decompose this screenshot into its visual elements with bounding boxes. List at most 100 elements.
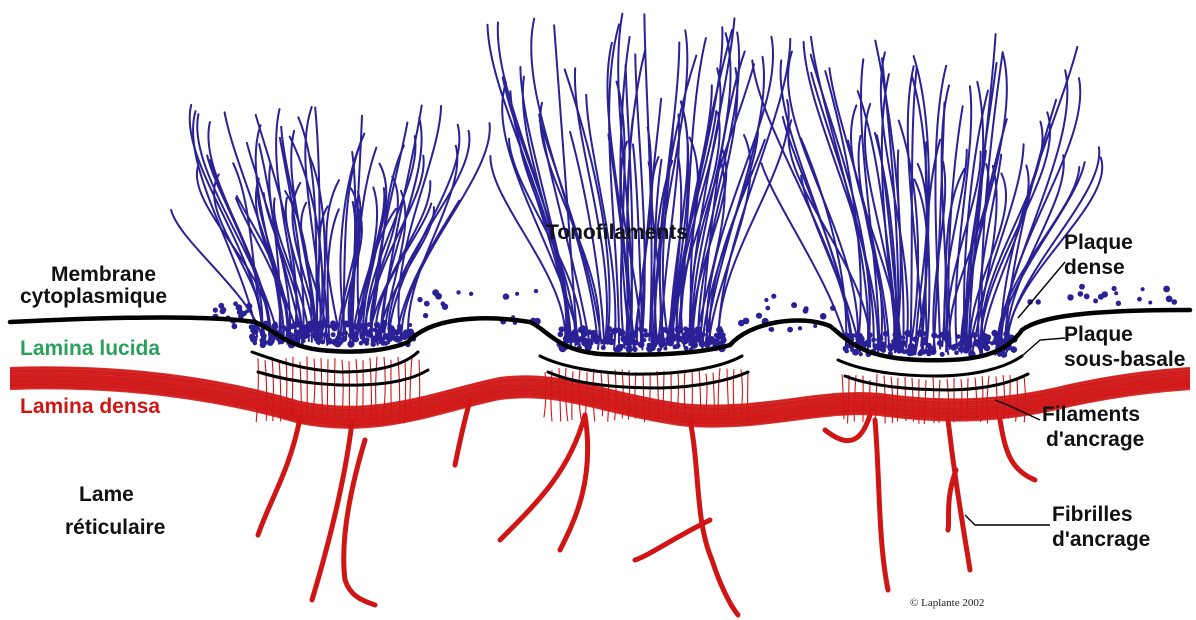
dense-plaque-granule [315,335,321,341]
label-filaments-ancrage: Filaments d'ancrage [1042,404,1144,451]
cytoplasmic-granule [1084,294,1090,300]
cytoplasmic-granule [1036,299,1041,304]
cytoplasmic-granule [1163,286,1170,293]
dense-plaque-granule [956,334,961,339]
dense-plaque-granule [376,334,380,338]
dense-plaque-granule [341,336,347,342]
dense-plaque-granule [923,331,928,336]
dense-plaque-granule [558,332,564,338]
dense-plaque-granule [338,331,344,337]
cytoplasmic-granule [241,311,246,316]
dense-plaque-granule [362,329,369,336]
dense-plaque-granule [294,321,301,328]
dense-plaque-granule [891,342,897,348]
tonofilament [523,77,571,346]
dense-plaque-granule [986,340,990,344]
dense-plaque-granule [916,331,922,337]
dense-plaque-granule [673,344,678,349]
anchoring-filament [692,370,693,418]
dense-plaque-granule [721,337,727,343]
dense-plaque-granule [684,346,689,351]
dense-plaque-granule [408,329,414,335]
anchoring-fibril [1000,420,1035,480]
dense-plaque-granule [591,330,597,336]
dense-plaque-granule [863,341,868,346]
dense-plaque-granule [332,326,338,332]
dense-plaque-granule [305,333,310,338]
dense-plaque-granule [262,333,267,338]
cytoplasmic-granule [1078,291,1084,297]
dense-plaque-granule [384,341,389,346]
dense-plaque-granule [944,335,951,342]
cytoplasmic-granule [237,310,242,315]
label-plaque-sous-basale: Plaque sous-basale [1064,324,1185,371]
cytoplasmic-granule [515,292,519,296]
dense-plaque-granule [587,339,592,344]
cytoplasmic-granule [424,301,430,307]
dense-plaque-granule [669,328,673,332]
dense-plaque-granule [659,337,665,343]
cytoplasmic-granule [423,313,428,318]
dense-plaque-granule [250,335,258,343]
dense-plaque-granule [347,341,354,348]
dense-plaque-granule [273,322,278,327]
dense-plaque-granule [939,332,944,337]
dense-plaque-granule [343,321,350,328]
dense-plaque-granule [961,333,968,340]
dense-plaque-granule [859,352,863,356]
anchoring-filament [419,360,420,420]
dense-plaque-granule [871,337,876,342]
dense-plaque-granule [387,325,394,332]
cytoplasmic-granule [503,293,509,299]
dense-plaque-granule [992,331,998,337]
dense-plaque-granule [646,345,653,352]
dense-plaque-granule [563,335,570,342]
dense-plaque-granule [559,326,565,332]
cytoplasmic-granule [756,313,762,319]
dense-plaque-granule [912,336,918,342]
dense-plaque-granule [904,330,911,337]
dense-plaque-granule [267,339,272,344]
dense-plaque-granule [910,351,915,356]
dense-plaque-granule [985,334,991,340]
label-pointer-line [1022,338,1065,356]
dense-plaque-granule [920,348,924,352]
dense-plaque-granule [604,338,611,345]
dense-plaque-granule [380,337,385,342]
dense-plaque-granule [951,344,958,351]
dense-plaque-granule [651,332,658,339]
cytoplasmic-granule [813,324,817,328]
dense-plaque-granule [260,342,266,348]
dense-plaque-granule [321,340,326,345]
dense-plaque-granule [716,326,723,333]
dense-plaque-granule [565,327,569,331]
cytoplasmic-granule [803,308,809,314]
dense-plaque-granule [601,345,606,350]
dense-plaque-granule [343,331,348,336]
label-lamina-densa: Lamina densa [20,396,160,418]
cytoplasmic-granule [1112,286,1117,291]
dense-plaque-granule [714,333,719,338]
cytoplasmic-granule [213,308,218,313]
cytoplasmic-granule [820,313,827,320]
cytoplasmic-granule [456,290,460,294]
label-tonofilaments: Tonofilaments [546,222,688,244]
dense-plaque-granule [867,332,873,338]
dense-plaque-granule [576,341,580,345]
anchoring-fibril [948,470,956,530]
label-membrane-cytoplasmique: Membrane cytoplasmique [20,264,167,308]
dense-plaque-granule [896,344,902,350]
dense-plaque-granule [250,328,255,333]
dense-plaque-granule [924,349,928,353]
dense-plaque-granule [665,340,670,345]
dense-plaque-granule [968,343,973,348]
anchoring-fibril [258,418,300,535]
dense-plaque-granule [626,346,633,353]
label-plaque-dense: Plaque dense [1064,232,1133,279]
anchoring-fibrils [258,400,1035,615]
dense-plaque-granule [921,339,928,346]
dense-plaque-granule [683,326,688,331]
dense-plaque-granule [620,335,627,342]
cytoplasmic-granule [768,327,772,331]
